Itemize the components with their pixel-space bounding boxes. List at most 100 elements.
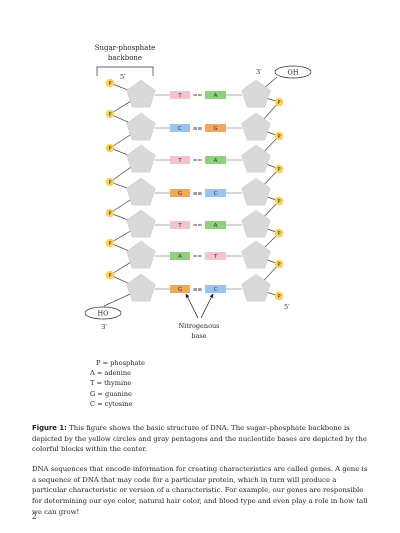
base-block	[170, 156, 190, 164]
legend: P = phosphate A = adenine T = thymine G …	[90, 358, 145, 409]
right-top-end-label: 3′	[256, 68, 262, 76]
sugar-pentagon	[126, 177, 156, 206]
base-letter: A	[214, 93, 218, 99]
phosphate-circle	[274, 259, 284, 269]
hydrogen-bond: ≡≡	[193, 126, 203, 132]
hydrogen-bond: ==	[193, 93, 203, 99]
hydrogen-bond: ==	[193, 158, 203, 164]
left-bottom-end-label: 3′	[101, 323, 107, 331]
phosphate-letter: P	[277, 262, 280, 268]
body-paragraph: DNA sequences that encode information fo…	[32, 465, 368, 516]
base-block	[170, 91, 190, 99]
base-block	[205, 124, 226, 132]
base-block	[170, 189, 190, 197]
sugar-pentagon	[126, 209, 156, 238]
legend-item: G = guanine	[90, 389, 132, 398]
figure-caption: Figure 1: This figure shows the basic st…	[32, 423, 372, 455]
base-letter: T	[213, 254, 218, 260]
base-letter: A	[178, 254, 182, 260]
sugar-pentagon	[126, 79, 156, 108]
phosphate-circle	[274, 291, 284, 301]
hydrogen-bond: ==	[193, 254, 203, 260]
base-pointer-arrow	[185, 293, 199, 319]
left-top-end-label: 5′	[120, 73, 126, 81]
phosphate-circle	[105, 270, 115, 280]
legend-item: P = phosphate	[96, 359, 145, 367]
phosphate-circle	[105, 238, 115, 248]
backbone-bracket	[96, 66, 154, 76]
base-letter: T	[177, 223, 182, 229]
base-letter: G	[178, 191, 182, 197]
legend-item: A = adenine	[90, 369, 132, 378]
phosphate-letter: P	[277, 294, 280, 300]
base-letter: C	[214, 287, 218, 293]
sugar-pentagon	[241, 209, 271, 238]
sugar-pentagon	[241, 177, 271, 206]
base-block	[205, 252, 226, 260]
oh-cap	[274, 65, 312, 79]
phosphate-letter: P	[277, 231, 280, 237]
base-letter: A	[214, 223, 218, 229]
base-block	[170, 124, 190, 132]
phosphate-letter: P	[277, 167, 280, 173]
page-number: 2	[32, 513, 37, 521]
phosphate-letter: P	[277, 199, 280, 205]
phosphate-circle	[274, 228, 284, 238]
sugar-pentagon	[241, 112, 271, 141]
sugar-pentagon	[126, 273, 156, 302]
base-letter: A	[214, 158, 218, 164]
sugar-pentagon	[241, 144, 271, 173]
base-block	[205, 221, 226, 229]
legend-item: T = thymine	[90, 379, 132, 388]
phosphate-letter: P	[108, 180, 111, 186]
base-letter: C	[214, 191, 218, 197]
phosphate-circle	[105, 177, 115, 187]
legend-item: C = cytosine	[90, 399, 133, 408]
phosphate-letter: P	[108, 273, 111, 279]
sugar-pentagon	[126, 240, 156, 269]
base-letter: T	[177, 93, 182, 99]
base-pointer-arrow	[200, 293, 214, 319]
base-letter: T	[177, 158, 182, 164]
hydrogen-bond: ≡≡	[193, 191, 203, 197]
phosphate-circle	[274, 131, 284, 141]
phosphate-letter: P	[108, 241, 111, 247]
phosphate-circle	[274, 97, 284, 107]
base-block	[205, 91, 226, 99]
nitrogenous-label-line1: Nitrogenous	[178, 322, 219, 330]
phosphate-letter: P	[108, 211, 111, 217]
base-letter: G	[213, 126, 217, 132]
sugar-pentagon	[241, 240, 271, 269]
phosphate-circle	[274, 196, 284, 206]
phosphate-circle	[105, 109, 115, 119]
phosphate-circle	[105, 78, 115, 88]
phosphate-circle	[105, 143, 115, 153]
base-block	[170, 221, 190, 229]
base-block	[205, 189, 226, 197]
ho-cap-label: HO	[98, 310, 109, 318]
base-block	[170, 285, 190, 293]
phosphate-letter: P	[277, 134, 280, 140]
base-block	[170, 252, 190, 260]
caption-text: This figure shows the basic structure of…	[32, 424, 367, 453]
hydrogen-bond: ==	[193, 223, 203, 229]
phosphate-letter: P	[277, 100, 280, 106]
oh-cap-label: OH	[288, 69, 299, 77]
hydrogen-bond: ≡≡	[193, 287, 203, 293]
nitrogenous-label-line2: base	[191, 332, 206, 340]
ho-cap	[84, 306, 122, 320]
right-bottom-end-label: 5′	[284, 303, 290, 311]
phosphate-letter: P	[108, 81, 111, 87]
sugar-pentagon	[126, 112, 156, 141]
phosphate-letter: P	[108, 112, 111, 118]
base-block	[205, 156, 226, 164]
phosphate-circle	[105, 208, 115, 218]
sugar-pentagon	[241, 79, 271, 108]
backbone-label-line1: Sugar-phosphate	[95, 44, 156, 52]
base-block	[205, 285, 226, 293]
phosphate-letter: P	[108, 146, 111, 152]
sugar-pentagon	[241, 273, 271, 302]
dna-structure-diagram: Sugar-phosphate backbone 5′ 3′ OH HO 3′ …	[84, 44, 312, 340]
sugar-pentagon	[126, 144, 156, 173]
